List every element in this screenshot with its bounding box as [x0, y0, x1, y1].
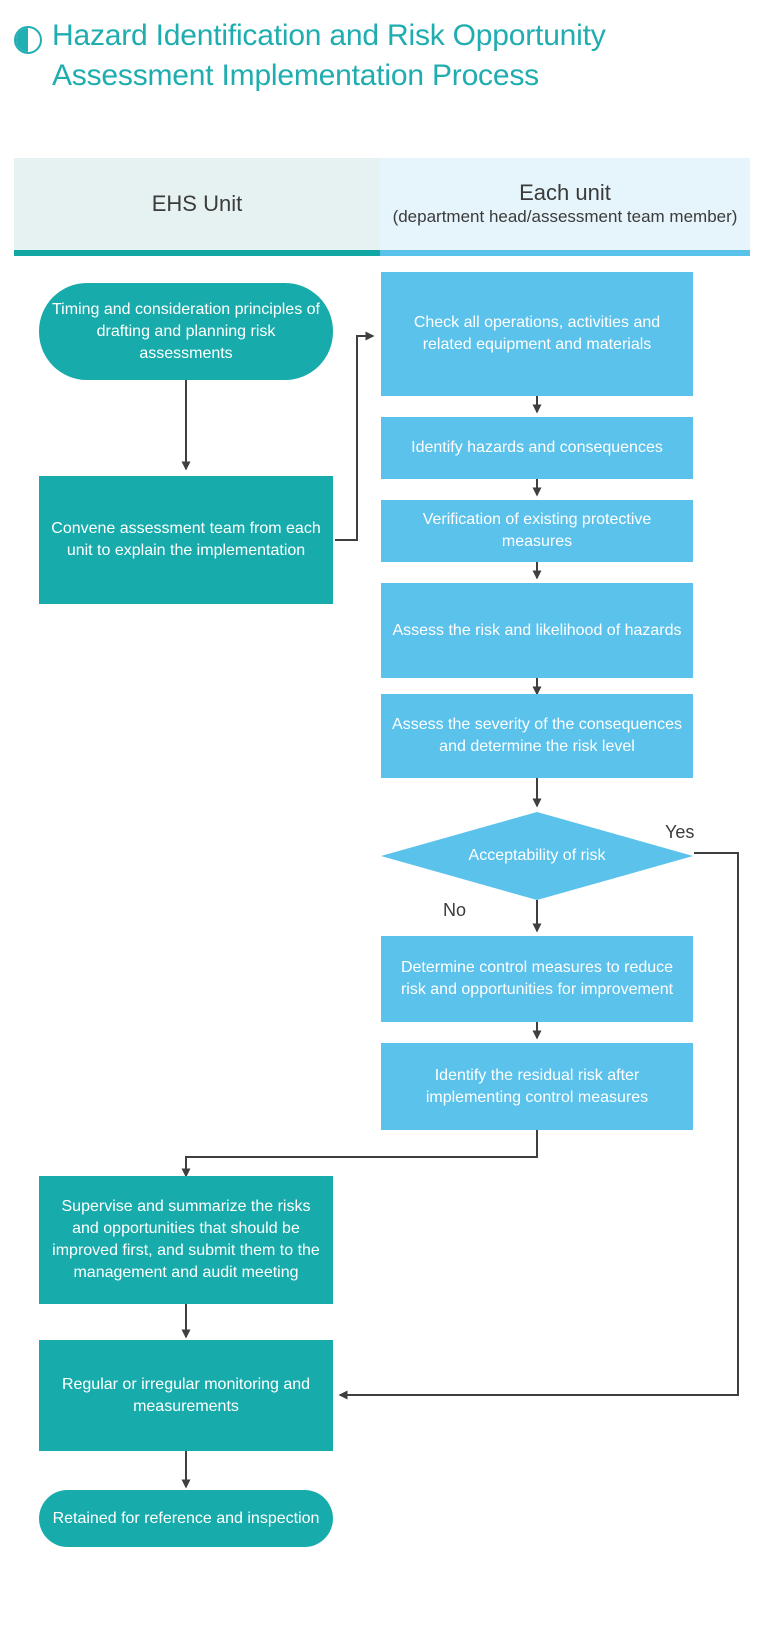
node-text: Supervise and summarize the risks and op… — [52, 1198, 320, 1281]
node-acceptability-of-risk-decision[interactable]: Acceptability of risk — [381, 812, 693, 900]
edge-n2-n3 — [335, 331, 375, 541]
node-identify-residual-risk[interactable]: Identify the residual risk after impleme… — [381, 1043, 693, 1130]
node-regular-or-irregular-monitoring[interactable]: Regular or irregular monitoring and meas… — [39, 1340, 333, 1451]
node-text: Assess the risk and likelihood of hazard… — [392, 621, 682, 639]
node-text: Retained for reference and inspection — [52, 1509, 320, 1527]
node-text: Assess the severity of the consequences … — [392, 716, 682, 755]
node-text: Convene assessment team from each unit t… — [51, 520, 321, 559]
node-text: Identify the residual risk after impleme… — [425, 1066, 649, 1106]
node-text: Identify hazards and consequences — [411, 439, 663, 456]
edge-label-no: No — [443, 900, 467, 920]
node-assess-risk-and-likelihood[interactable]: Assess the risk and likelihood of hazard… — [381, 583, 693, 678]
node-text: Regular or irregular monitoring and meas… — [61, 1375, 311, 1415]
node-supervise-and-summarize[interactable]: Supervise and summarize the risks and op… — [39, 1176, 333, 1304]
node-text: Timing and consideration principles of d… — [52, 300, 320, 362]
node-identify-hazards-and-consequences[interactable]: Identify hazards and consequences — [381, 417, 693, 479]
lane-header-band: EHS Unit Each unit (department head/asse… — [14, 158, 750, 256]
page-title-block: Hazard Identification and Risk Opportuni… — [0, 0, 764, 150]
node-verification-of-existing-measures[interactable]: Verification of existing protective meas… — [381, 500, 693, 562]
node-determine-control-measures[interactable]: Determine control measures to reduce ris… — [381, 936, 693, 1022]
node-text: Verification of existing protective meas… — [422, 511, 652, 550]
node-text: Check all operations, activities and rel… — [413, 314, 661, 353]
edge-label-yes: Yes — [665, 822, 695, 842]
node-assess-severity-and-risk-level[interactable]: Assess the severity of the consequences … — [381, 694, 693, 778]
node-convene-assessment-team[interactable]: Convene assessment team from each unit t… — [39, 476, 333, 604]
lane-header-ehs-unit-label: EHS Unit — [151, 191, 243, 216]
lane-header-each-unit-label: Each unit — [519, 180, 611, 205]
node-text: Acceptability of risk — [468, 847, 606, 864]
node-retained-for-reference[interactable]: Retained for reference and inspection — [39, 1490, 333, 1547]
edge-n10-n11 — [181, 1130, 538, 1178]
lane-rule-ehs-unit — [14, 250, 380, 256]
lane-header-ehs-unit: EHS Unit — [14, 158, 380, 250]
node-check-all-operations[interactable]: Check all operations, activities and rel… — [381, 272, 693, 396]
node-timing-and-consideration[interactable]: Timing and consideration principles of d… — [39, 283, 333, 380]
node-text: Determine control measures to reduce ris… — [400, 959, 674, 998]
half-filled-circle-icon — [14, 26, 42, 54]
lane-rule-each-unit — [380, 250, 750, 256]
lane-header-each-unit-sublabel: (department head/assessment team member) — [392, 207, 738, 226]
page-title: Hazard Identification and Risk Opportuni… — [52, 19, 606, 92]
lane-header-each-unit: Each unit (department head/assessment te… — [380, 158, 750, 250]
